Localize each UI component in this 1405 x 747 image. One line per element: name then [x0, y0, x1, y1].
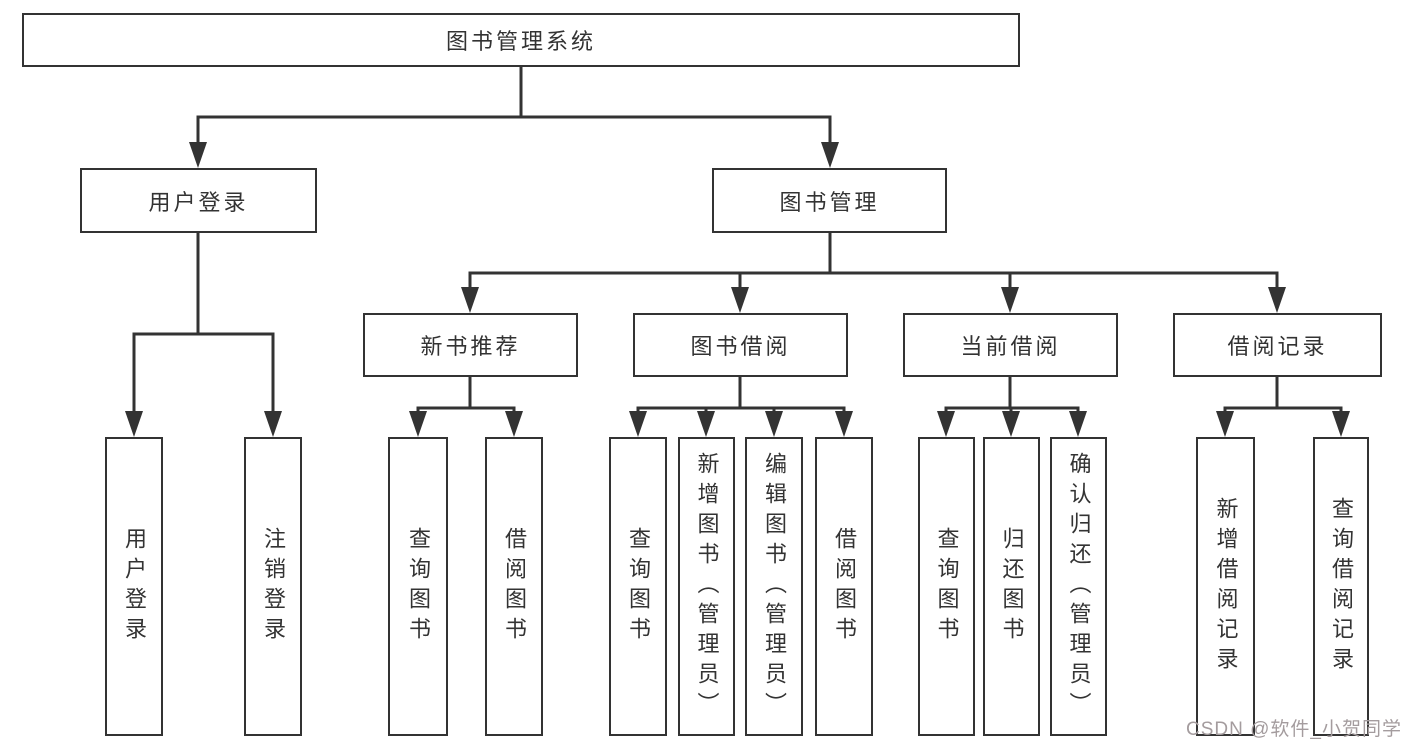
leaf-add-borrow-record: 新增借阅记录: [1196, 437, 1255, 736]
leaf-borrow-books: 借阅图书: [815, 437, 873, 736]
leaf-confirm-return-admin: 确认归还（管理员）: [1050, 437, 1107, 736]
connector-paths: [132, 65, 1343, 414]
node-book-borrow: 图书借阅: [633, 313, 848, 377]
arrowheads: [125, 142, 1350, 437]
leaf-query-borrow-record: 查询借阅记录: [1313, 437, 1369, 736]
leaf-borrow-books-recommend: 借阅图书: [485, 437, 543, 736]
leaf-query-books-borrow: 查询图书: [609, 437, 667, 736]
leaf-edit-books-admin: 编辑图书（管理员）: [745, 437, 803, 736]
node-book-management: 图书管理: [712, 168, 947, 233]
leaf-user-login: 用户登录: [105, 437, 163, 736]
leaf-return-books: 归还图书: [983, 437, 1040, 736]
leaf-query-books-recommend: 查询图书: [388, 437, 448, 736]
node-new-book-recommend: 新书推荐: [363, 313, 578, 377]
node-current-borrow: 当前借阅: [903, 313, 1118, 377]
node-root: 图书管理系统: [22, 13, 1020, 67]
node-user-login: 用户登录: [80, 168, 317, 233]
node-borrow-record: 借阅记录: [1173, 313, 1382, 377]
leaf-logout-login: 注销登录: [244, 437, 302, 736]
leaf-add-books-admin: 新增图书（管理员）: [678, 437, 735, 736]
watermark: CSDN @软件_小贺同学: [1186, 719, 1402, 740]
leaf-query-books-current: 查询图书: [918, 437, 975, 736]
